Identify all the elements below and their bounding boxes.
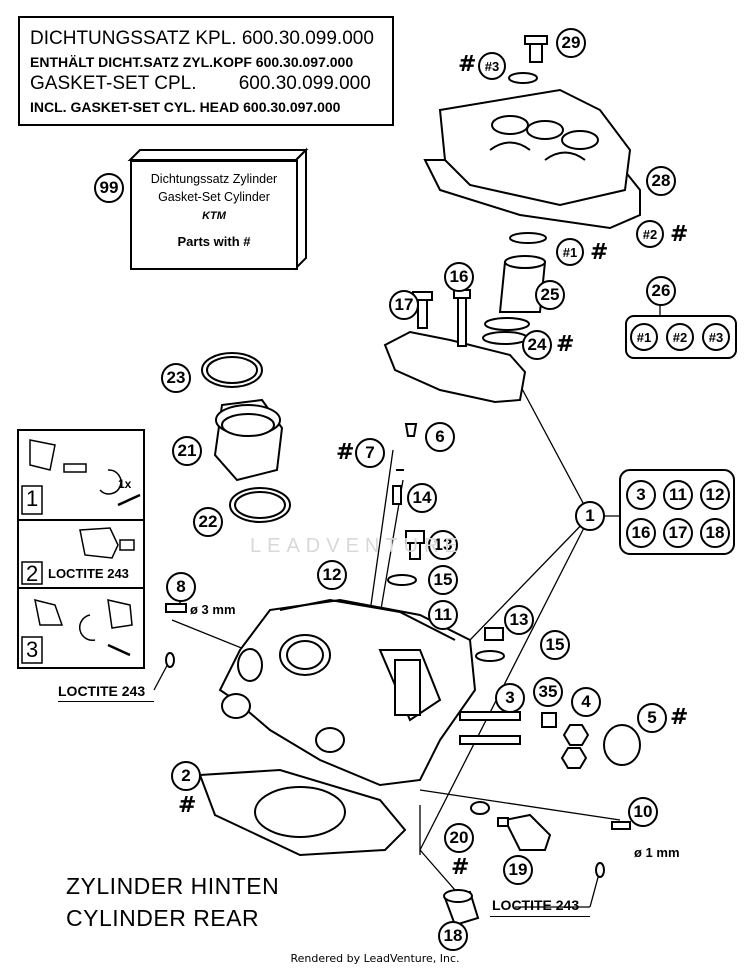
callout-14[interactable]: 14 bbox=[407, 483, 437, 513]
diameter-3mm-label: ø 3 mm bbox=[190, 602, 236, 617]
gasket-box-line-1: Dichtungssatz Zylinder bbox=[150, 172, 278, 186]
hash-24: # bbox=[556, 332, 575, 357]
callout-19[interactable]: 19 bbox=[503, 855, 533, 885]
callout-17[interactable]: 17 bbox=[389, 290, 419, 320]
callout-22[interactable]: 22 bbox=[193, 507, 223, 537]
callout-16[interactable]: 16 bbox=[444, 262, 474, 292]
callout-20[interactable]: 20 bbox=[444, 823, 474, 853]
gasket-box-line-2: Gasket-Set Cylinder bbox=[158, 190, 270, 204]
callout-25[interactable]: 25 bbox=[535, 280, 565, 310]
gasket-set-header-box: DICHTUNGSSATZ KPL. 600.30.099.000 ENTHÄL… bbox=[18, 16, 394, 126]
callout-15-lower[interactable]: 15 bbox=[540, 630, 570, 660]
callout-12[interactable]: 12 bbox=[317, 560, 347, 590]
group26-item-2[interactable]: #2 bbox=[666, 323, 694, 351]
loctite-left-underline bbox=[58, 701, 154, 702]
hash-5: # bbox=[670, 705, 689, 730]
callout-7[interactable]: 7 bbox=[355, 438, 385, 468]
title-line-1: ZYLINDER HINTEN bbox=[66, 873, 280, 899]
hash-2: # bbox=[670, 222, 689, 247]
inset-step-1: 1 bbox=[26, 486, 39, 511]
callout-26[interactable]: 26 bbox=[646, 276, 676, 306]
group1-item-16[interactable]: 16 bbox=[626, 518, 656, 548]
callout-13-lower[interactable]: 13 bbox=[504, 605, 534, 635]
callout-99[interactable]: 99 bbox=[94, 173, 124, 203]
hash-7: # bbox=[336, 440, 355, 465]
callout-hash-1[interactable]: #1 bbox=[556, 238, 584, 266]
gasket-set-cylinder-box: Dichtungssatz Zylinder Gasket-Set Cylind… bbox=[130, 160, 298, 270]
loctite-right-underline bbox=[490, 916, 590, 917]
callout-21[interactable]: 21 bbox=[172, 436, 202, 466]
hash-20: # bbox=[451, 855, 470, 880]
callout-1[interactable]: 1 bbox=[575, 501, 605, 531]
header-line-4: INCL. GASKET-SET CYL. HEAD 600.30.097.00… bbox=[30, 99, 341, 115]
callout-35[interactable]: 35 bbox=[533, 677, 563, 707]
header-line-2: ENTHÄLT DICHT.SATZ ZYL.KOPF 600.30.097.0… bbox=[30, 54, 354, 70]
loctite-right-label: LOCTITE 243 bbox=[492, 897, 580, 913]
callout-15-upper[interactable]: 15 bbox=[428, 565, 458, 595]
footer-credit: Rendered by LeadVenture, Inc. bbox=[290, 952, 460, 965]
gasket-box-line-3: Parts with # bbox=[177, 234, 251, 249]
callout-6[interactable]: 6 bbox=[425, 422, 455, 452]
inset2-loctite-label: LOCTITE 243 bbox=[48, 566, 129, 581]
title-line-2: CYLINDER REAR bbox=[66, 905, 260, 931]
callout-24[interactable]: 24 bbox=[522, 330, 552, 360]
callout-5[interactable]: 5 bbox=[637, 703, 667, 733]
hash-head-gasket: # bbox=[178, 793, 197, 818]
header-line-1: DICHTUNGSSATZ KPL. 600.30.099.000 bbox=[30, 28, 374, 49]
callout-3[interactable]: 3 bbox=[495, 683, 525, 713]
group1-item-3[interactable]: 3 bbox=[626, 480, 656, 510]
callout-28[interactable]: 28 bbox=[646, 166, 676, 196]
callout-18[interactable]: 18 bbox=[438, 921, 468, 951]
group1-item-18[interactable]: 18 bbox=[700, 518, 730, 548]
group26-item-3[interactable]: #3 bbox=[702, 323, 730, 351]
callout-11[interactable]: 11 bbox=[428, 600, 458, 630]
group1-item-12[interactable]: 12 bbox=[700, 480, 730, 510]
callout-8[interactable]: 8 bbox=[166, 572, 196, 602]
watermark: LEADVENTURE bbox=[250, 535, 464, 557]
group1-item-17[interactable]: 17 bbox=[663, 518, 693, 548]
callout-10[interactable]: 10 bbox=[628, 797, 658, 827]
group26-item-1[interactable]: #1 bbox=[630, 323, 658, 351]
inset-step-2: 2 bbox=[26, 561, 39, 586]
loctite-left-label: LOCTITE 243 bbox=[58, 683, 146, 699]
callout-13-upper[interactable]: 13 bbox=[428, 530, 458, 560]
callout-23[interactable]: 23 bbox=[161, 363, 191, 393]
hash-29-washer: # bbox=[458, 52, 477, 77]
callout-hash-3[interactable]: #3 bbox=[478, 52, 506, 80]
ktm-logo: KTM bbox=[202, 210, 226, 222]
inset-step-3: 3 bbox=[26, 637, 39, 662]
hash-1: # bbox=[590, 240, 609, 265]
callout-4[interactable]: 4 bbox=[571, 687, 601, 717]
inset-1x-label: 1x bbox=[118, 477, 132, 491]
header-line-3: GASKET-SET CPL. 600.30.099.000 bbox=[30, 73, 371, 94]
diameter-1mm-label: ø 1 mm bbox=[634, 845, 680, 860]
callout-hash-2[interactable]: #2 bbox=[636, 220, 664, 248]
group1-item-11[interactable]: 11 bbox=[663, 480, 693, 510]
callout-2[interactable]: 2 bbox=[171, 761, 201, 791]
callout-29[interactable]: 29 bbox=[556, 28, 586, 58]
